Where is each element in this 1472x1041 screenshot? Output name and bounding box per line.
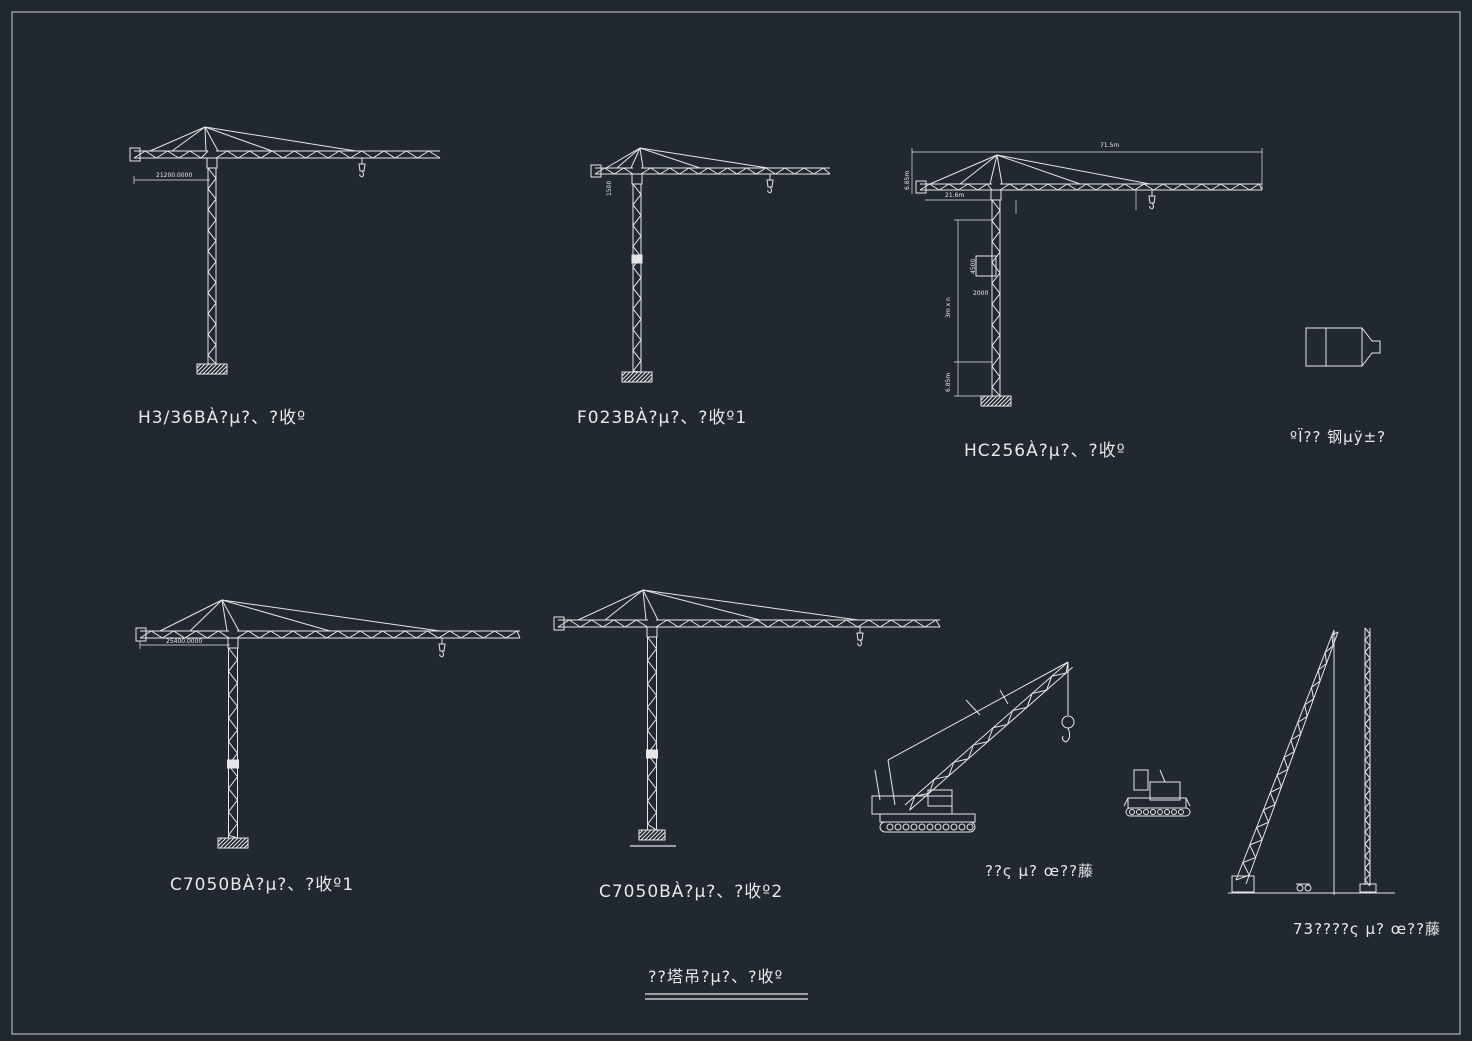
tall-crane-label: 73????ς μ? œ??藤	[1293, 920, 1442, 938]
dimension-hc256-d: 6.85m	[945, 372, 952, 392]
dimension-c7050b: 25400.0000	[166, 638, 203, 645]
sheet-title: ??塔吊?μ?、?收º	[648, 967, 784, 986]
crane-h3-36b	[129, 126, 441, 375]
crane-label-h3-36b: H3/36BÀ?μ?、?收º	[138, 408, 307, 428]
block-label: ºÏ?? 钢μÿ±?	[1290, 428, 1387, 446]
crane-label-hc256: HC256À?μ?、?收º	[964, 441, 1126, 461]
dimension-hc256-jib: 71.5m	[1100, 142, 1120, 149]
dimension-hc256-c: 3m x n	[945, 297, 952, 318]
dimension-h3-36b: 21200.0000	[156, 172, 193, 179]
crane-c7050b-1	[135, 599, 521, 849]
tall-crane	[1228, 627, 1395, 895]
crane-label-c7050b-1: C7050BÀ?μ?、?收º1	[170, 875, 355, 895]
dimension-hc256-a: 4500	[970, 258, 977, 274]
crane-hc256	[911, 148, 1263, 407]
crawler-crane	[871, 661, 1075, 833]
crane-label-c7050b-2: C7050BÀ?μ?、?收º2	[599, 882, 784, 902]
block-symbol	[1305, 327, 1381, 367]
crane-f023b	[590, 147, 831, 383]
dimension-hc256-e: 6.85m	[904, 170, 911, 190]
small-machine	[1123, 769, 1191, 817]
dimension-f023b: 1500	[606, 180, 613, 196]
dimension-hc256-b: 2000	[973, 290, 989, 297]
crane-c7050b-2	[553, 589, 941, 847]
sheet-border	[11, 11, 1461, 1035]
crawler-crane-label: ??ς μ? œ??藤	[985, 862, 1095, 880]
title-underline	[645, 993, 808, 1000]
dimension-hc256-counter: 21.6m	[945, 192, 965, 199]
crane-label-f023b: F023BÀ?μ?、?收º1	[577, 408, 748, 428]
